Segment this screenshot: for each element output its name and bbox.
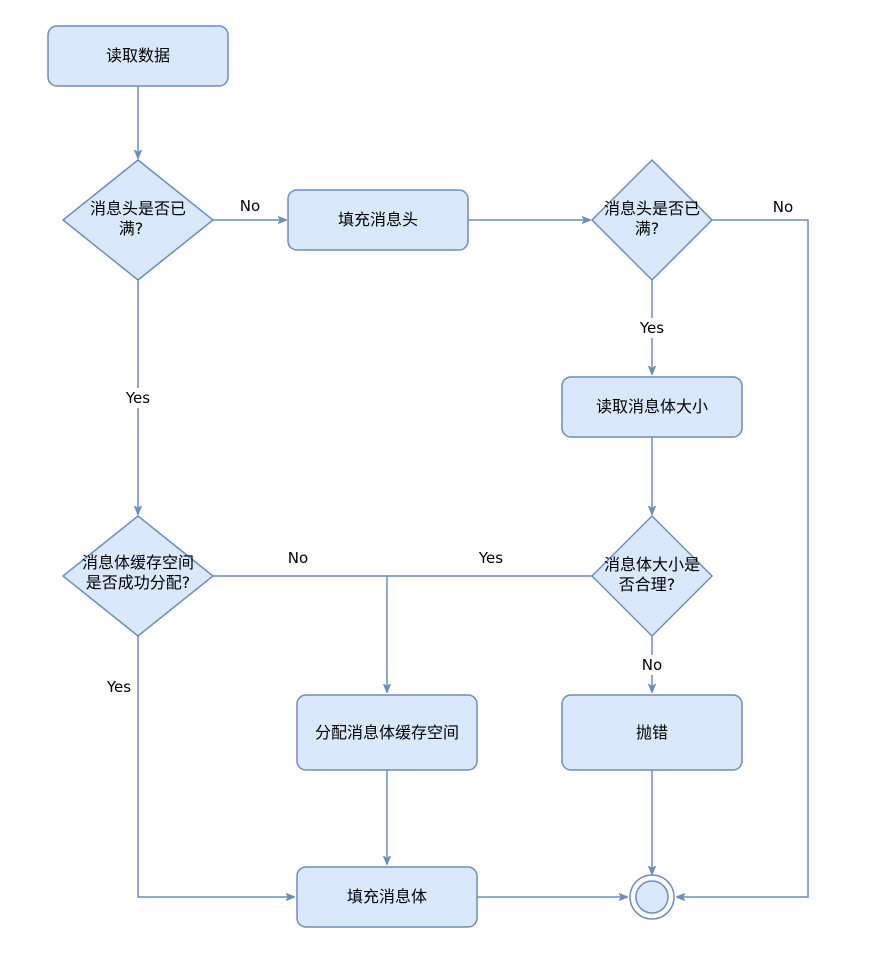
node-end — [629, 874, 675, 920]
edge-label-no-2: No — [773, 198, 793, 216]
edge-label-no-4: No — [642, 656, 662, 674]
edge-label-yes-2: Yes — [125, 389, 150, 407]
node-fill-header-label: 填充消息头 — [338, 210, 418, 229]
node-throw-error — [561, 694, 743, 771]
edge-decision2-no-to-end — [677, 219, 809, 897]
node-size-reasonable-decision-line2: 否合理? — [619, 575, 676, 594]
node-fill-header — [287, 189, 469, 251]
node-read-data — [47, 25, 229, 87]
node-header-full-decision-2-line1: 消息头是否已 — [604, 199, 700, 218]
node-buffer-alloc-decision — [61, 515, 215, 637]
edge-label-no-3: No — [288, 549, 308, 567]
node-header-full-decision-1-line1: 消息头是否已 — [90, 199, 186, 218]
node-size-reasonable-decision-line1: 消息体大小是 — [604, 555, 700, 574]
edge-decision3-no-to-alloc — [213, 575, 387, 692]
node-header-full-decision-1 — [61, 159, 215, 281]
edge-label-no-1: No — [240, 197, 260, 215]
node-header-full-decision-2 — [590, 158, 714, 282]
node-fill-body — [296, 866, 478, 928]
node-read-body-size — [561, 376, 743, 438]
edge-label-yes-1: Yes — [639, 319, 664, 337]
node-size-reasonable-decision — [590, 514, 714, 638]
node-read-data-label: 读取数据 — [106, 46, 170, 65]
node-fill-body-label: 填充消息体 — [347, 887, 427, 906]
edge-label-yes-3: Yes — [478, 549, 503, 567]
node-alloc-buffer — [296, 694, 478, 771]
node-alloc-buffer-label: 分配消息体缓存空间 — [315, 723, 459, 742]
node-buffer-alloc-decision-line2: 是否成功分配? — [86, 573, 191, 592]
edge-label-yes-4: Yes — [106, 678, 131, 696]
node-header-full-decision-2-line2: 满? — [635, 219, 660, 238]
edge-decision3-yes-to-fill-body — [137, 636, 294, 897]
node-buffer-alloc-decision-line1: 消息体缓存空间 — [82, 553, 194, 572]
node-header-full-decision-1-line2: 满? — [119, 219, 144, 238]
node-throw-error-label: 抛错 — [636, 723, 668, 742]
node-read-body-size-label: 读取消息体大小 — [596, 397, 708, 416]
